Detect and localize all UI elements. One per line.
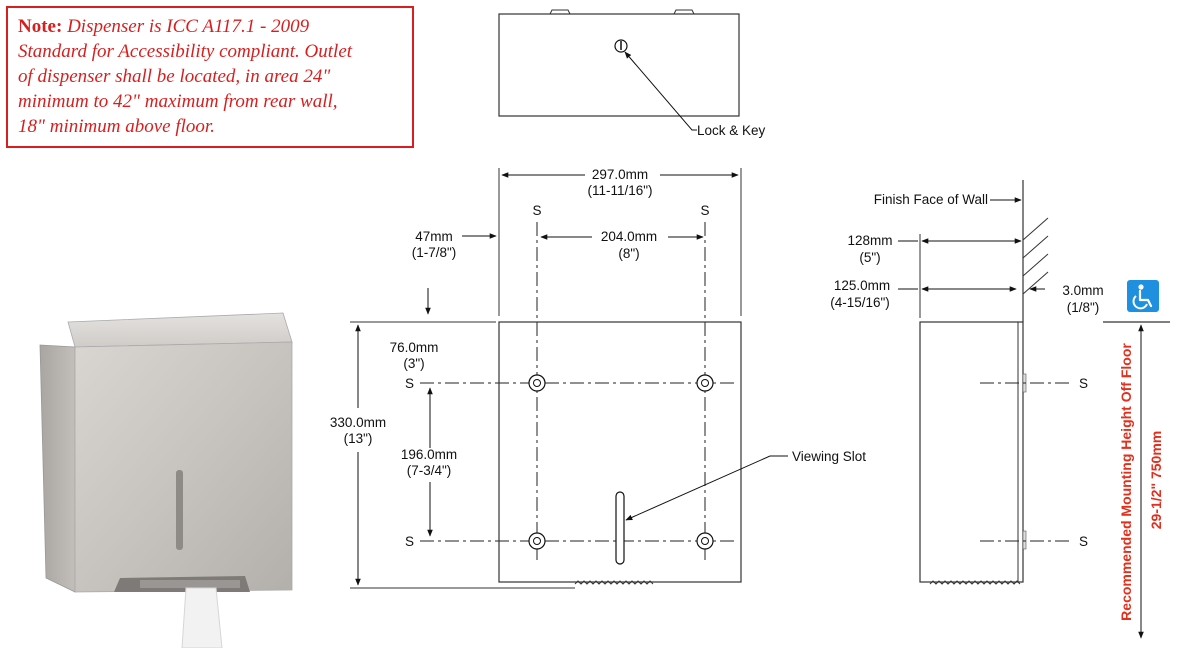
height-in: (13")	[344, 431, 373, 446]
screw-marker: S	[405, 534, 414, 549]
screw-icon	[696, 374, 714, 392]
note-line-2: Standard for Accessibility compliant. Ou…	[18, 41, 353, 62]
front-view: 297.0mm (11-11/16") S S 204.0mm (8") 47m…	[330, 167, 866, 589]
screw-icon	[696, 532, 714, 550]
hole-spacing-mm: 204.0mm	[601, 229, 657, 244]
depth-b-in: (4-15/16")	[830, 295, 890, 310]
side-view: Finish Face of Wall 128mm (5") 125.0mm (…	[830, 180, 1170, 639]
product-photo	[39, 312, 293, 648]
height-mm: 330.0mm	[330, 415, 386, 430]
note-line-1: Dispenser is ICC A117.1 - 2009	[67, 16, 310, 37]
accessibility-icon	[1127, 280, 1159, 312]
depth-a-in: (5")	[859, 250, 880, 265]
note-line-3: of dispenser shall be located, in area 2…	[18, 66, 331, 87]
screw-marker: S	[1079, 376, 1088, 391]
side-offset-mm: 47mm	[415, 229, 453, 244]
top-offset-mm: 76.0mm	[390, 340, 439, 355]
flange-mm: 3.0mm	[1062, 283, 1103, 298]
viewing-slot-label: Viewing Slot	[792, 449, 866, 464]
screw-icon	[528, 374, 546, 392]
viewing-slot-photo	[176, 470, 183, 550]
mounting-height-value: 29-1/2" 750mm	[1148, 431, 1164, 529]
note-line-5: 18" minimum above floor.	[18, 116, 215, 137]
lock-key-label: Lock & Key	[697, 123, 766, 138]
screw-marker: S	[532, 203, 541, 218]
depth-a-mm: 128mm	[847, 233, 892, 248]
vert-spacing-mm: 196.0mm	[401, 447, 457, 462]
screw-marker: S	[1079, 534, 1088, 549]
width-mm: 297.0mm	[592, 167, 648, 182]
viewing-slot	[615, 491, 625, 565]
mounting-height-label: Recommended Mounting Height Off Floor	[1118, 343, 1134, 621]
width-in: (11-11/16")	[587, 183, 652, 198]
flange-in: (1/8")	[1067, 300, 1100, 315]
finish-face-label: Finish Face of Wall	[874, 192, 988, 207]
hole-spacing-in: (8")	[618, 246, 639, 261]
vert-spacing-in: (7-3/4")	[407, 463, 452, 478]
lock-icon	[614, 39, 628, 53]
side-offset-in: (1-7/8")	[412, 245, 457, 260]
top-offset-in: (3")	[403, 356, 424, 371]
accessibility-note: Note: Dispenser is ICC A117.1 - 2009 Sta…	[6, 6, 414, 148]
note-line-4: minimum to 42" maximum from rear wall,	[18, 91, 338, 112]
screw-marker: S	[700, 203, 709, 218]
screw-icon	[528, 532, 546, 550]
top-view: Lock & Key	[498, 9, 766, 138]
depth-b-mm: 125.0mm	[834, 278, 890, 293]
screw-marker: S	[405, 376, 414, 391]
note-label: Note:	[18, 16, 63, 37]
